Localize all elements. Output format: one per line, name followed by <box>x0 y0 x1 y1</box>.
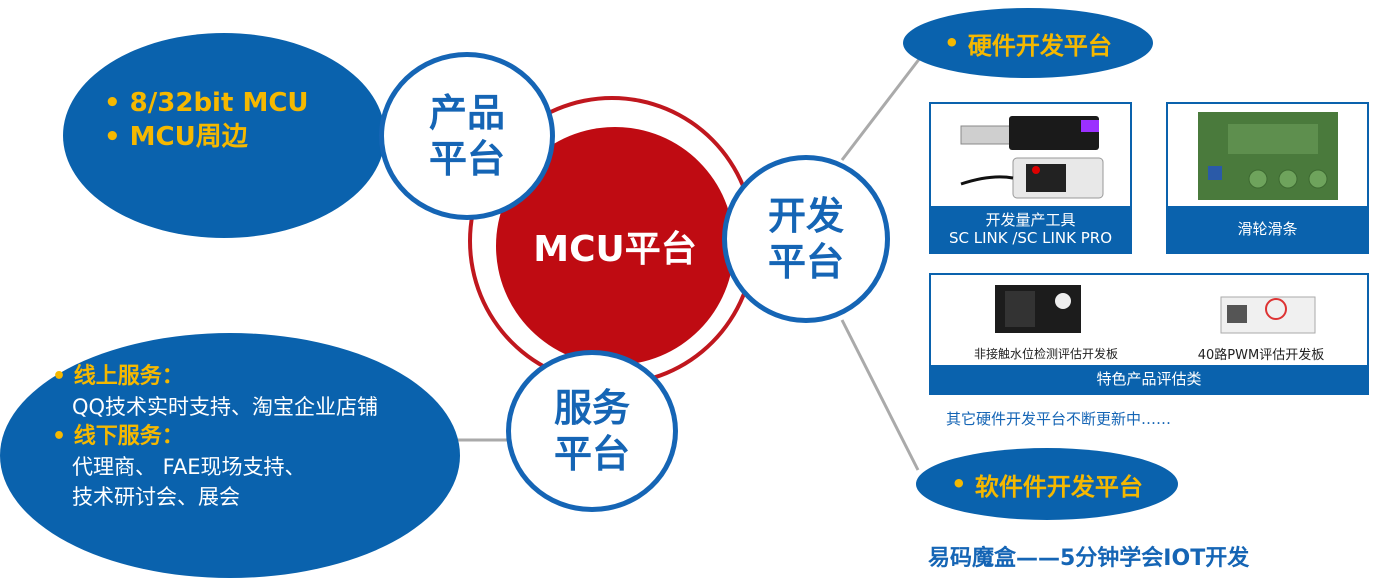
card3-right-label: 40路PWM评估开发板 <box>1197 348 1325 363</box>
product-ellipse <box>63 33 385 238</box>
offline-heading: • 线下服务： <box>52 424 184 449</box>
dev-label-1: 开发 <box>767 194 844 238</box>
offline-line2: 技术研讨会、展会 <box>72 485 240 509</box>
online-text: QQ技术实时支持、淘宝企业店铺 <box>72 395 379 419</box>
card-eval: 非接触水位检测评估开发板 40路PWM评估开发板 特色产品评估类 <box>929 273 1369 395</box>
product-item: • 8/32bit MCU <box>104 88 309 118</box>
card3-caption: 特色产品评估类 <box>1096 370 1202 388</box>
service-circle: 服务 平台 <box>506 350 678 512</box>
software-title: 软件件开发平台 <box>974 472 1143 501</box>
slider-board-image <box>1198 112 1338 200</box>
line-software <box>840 319 920 471</box>
service-label-1: 服务 <box>553 386 630 430</box>
center-label: MCU平台 <box>533 229 697 270</box>
dev-label-2: 平台 <box>767 240 844 284</box>
hardware-note: 其它硬件开发平台不断更新中…… <box>946 410 1172 428</box>
dev-circle: 开发 平台 <box>722 155 890 323</box>
product-list: • 8/32bit MCU • MCU周边 <box>104 86 309 154</box>
sc-link-image <box>960 116 1104 199</box>
service-list: • 线上服务： QQ技术实时支持、淘宝企业店铺 • 线下服务： 代理商、 FAE… <box>52 362 378 512</box>
product-circle: 产品 平台 <box>379 52 555 220</box>
service-label-2: 平台 <box>553 432 630 476</box>
card3-left-label: 非接触水位检测评估开发板 <box>973 347 1118 361</box>
product-label-1: 产品 <box>428 91 505 135</box>
line-hardware <box>840 57 922 161</box>
product-label-2: 平台 <box>428 137 505 181</box>
card2-label: 滑轮滑条 <box>1237 220 1298 238</box>
card-slider: 滑轮滑条 <box>1166 102 1369 254</box>
card1-line2: SC LINK /SC LINK PRO <box>948 229 1113 247</box>
iot-footer: 易码魔盒——5分钟学会IOT开发 <box>928 546 1250 571</box>
product-item: • MCU周边 <box>104 122 248 152</box>
eval-boards-image <box>995 285 1316 334</box>
hardware-title: 硬件开发平台 <box>967 31 1112 60</box>
service-ellipse <box>0 333 460 578</box>
card-sc-link: 开发量产工具 SC LINK /SC LINK PRO <box>929 102 1132 254</box>
hardware-pill: • 硬件开发平台 <box>903 8 1153 78</box>
online-heading: • 线上服务： <box>52 364 184 389</box>
card1-line1: 开发量产工具 <box>985 211 1076 229</box>
offline-line1: 代理商、 FAE现场支持、 <box>72 455 306 479</box>
software-pill: • 软件件开发平台 <box>916 448 1178 520</box>
